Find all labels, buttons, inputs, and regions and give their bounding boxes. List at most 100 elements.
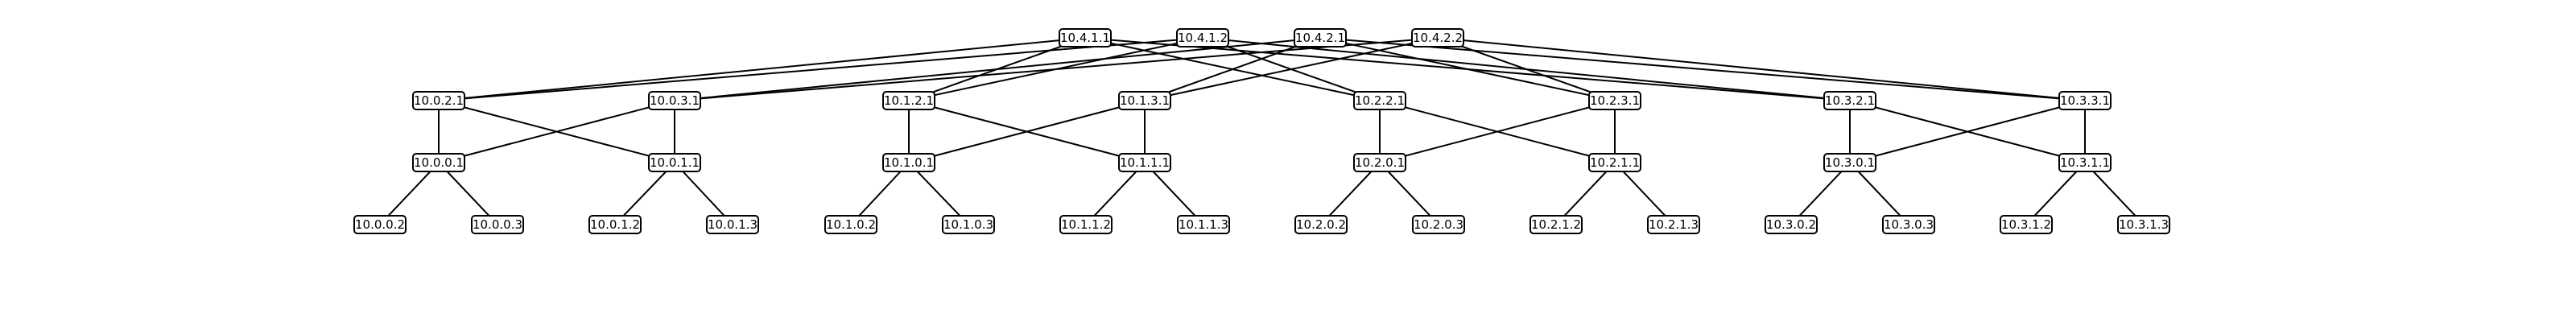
node-label: 10.1.1.2 [1061,217,1111,232]
edge-10-0-0-1-to-10-0-0-3 [438,162,498,225]
edge-10-4-2-1-to-10-2-3-1 [1319,37,1616,101]
node-10-2-1-2: 10.2.1.2 [1530,215,1583,234]
node-box [1118,91,1171,110]
node-10-2-2-1: 10.2.2.1 [1353,91,1406,110]
edge-10-1-1-1-to-10-1-1-3 [1144,162,1204,225]
node-10-3-2-1: 10.3.2.1 [1823,91,1876,110]
node-label: 10.2.3.1 [1590,93,1640,108]
node-box [1530,215,1583,234]
node-box [588,215,642,234]
node-label: 10.3.0.2 [1766,217,1816,232]
node-label: 10.3.1.3 [2119,217,2169,232]
node-10-0-1-1: 10.0.1.1 [648,153,701,172]
edges-layer [379,37,2145,225]
node-10-4-2-2: 10.4.2.2 [1411,28,1464,47]
edge-10-2-0-1-to-10-2-0-2 [1320,162,1381,225]
edge-10-1-3-1-to-10-1-0-1 [908,100,1146,163]
edge-10-1-0-1-to-10-1-0-3 [908,162,969,225]
edge-10-4-2-1-to-10-3-3-1 [1319,37,2086,101]
node-label: 10.0.0.1 [414,155,464,170]
node-label: 10.1.1.3 [1179,217,1228,232]
node-label: 10.2.1.1 [1590,155,1640,170]
node-10-0-2-1: 10.0.2.1 [412,91,465,110]
node-label: 10.2.1.2 [1531,217,1581,232]
node-label: 10.1.0.1 [884,155,934,170]
node-10-0-1-3: 10.0.1.3 [706,215,759,234]
node-box [824,215,877,234]
node-box [1177,215,1230,234]
node-label: 10.2.0.3 [1414,217,1463,232]
node-10-2-0-3: 10.2.0.3 [1412,215,1465,234]
node-10-1-1-3: 10.1.1.3 [1177,215,1230,234]
node-box [2000,215,2053,234]
node-label: 10.0.1.2 [590,217,640,232]
node-label: 10.4.1.2 [1178,31,1228,45]
node-box [471,215,524,234]
node-box [412,91,465,110]
edge-10-0-3-1-to-10-0-0-1 [438,100,675,163]
node-box [1353,91,1406,110]
node-10-0-0-2: 10.0.0.2 [353,215,407,234]
node-label: 10.0.3.1 [650,93,700,108]
node-label: 10.4.2.1 [1295,31,1345,45]
node-box [1176,28,1229,47]
node-10-0-1-2: 10.0.1.2 [588,215,642,234]
edge-10-3-1-1-to-10-3-1-3 [2084,162,2145,225]
node-box [1118,153,1171,172]
node-box [1823,153,1876,172]
node-label: 10.1.1.1 [1120,155,1170,170]
edge-10-4-2-2-to-10-1-3-1 [1144,37,1439,101]
node-label: 10.0.1.1 [650,155,700,170]
node-label: 10.0.0.3 [473,217,522,232]
edge-10-3-3-1-to-10-3-0-1 [1849,100,2086,163]
node-box [412,153,465,172]
edge-10-0-1-1-to-10-0-1-2 [614,162,675,225]
edge-10-4-1-1-to-10-0-2-1 [438,37,1086,101]
node-label: 10.3.0.3 [1884,217,1934,232]
node-10-4-1-2: 10.4.1.2 [1176,28,1229,47]
node-box [1059,215,1113,234]
node-box [648,91,701,110]
node-box [1823,91,1876,110]
edge-10-4-2-2-to-10-2-3-1 [1437,37,1616,101]
node-box [1882,215,1935,234]
node-10-1-2-1: 10.1.2.1 [882,91,935,110]
edge-10-2-1-1-to-10-2-1-2 [1555,162,1616,225]
node-10-4-2-1: 10.4.2.1 [1294,28,1347,47]
node-label: 10.3.3.1 [2060,93,2110,108]
node-box [1647,215,1700,234]
nodes-layer: 10.4.1.1 10.4.1.2 10.4.2.1 10.4.2.2 10.0.2.1… [353,28,2170,234]
node-box [2058,153,2112,172]
node-10-2-1-1: 10.2.1.1 [1588,153,1641,172]
node-10-0-0-1: 10.0.0.1 [412,153,465,172]
edge-10-3-1-1-to-10-3-1-2 [2025,162,2086,225]
node-label: 10.4.1.1 [1060,31,1110,45]
node-10-3-0-3: 10.3.0.3 [1882,215,1935,234]
node-box [942,215,995,234]
node-box [882,91,935,110]
node-box [1294,28,1347,47]
node-label: 10.1.2.1 [884,93,934,108]
node-box [2058,91,2112,110]
node-label: 10.3.1.2 [2001,217,2051,232]
node-label: 10.0.0.2 [355,217,405,232]
node-box [1588,91,1641,110]
node-10-4-1-1: 10.4.1.1 [1059,28,1112,47]
edge-10-3-0-1-to-10-3-0-3 [1849,162,1909,225]
node-label: 10.2.0.1 [1355,155,1405,170]
node-10-1-0-1: 10.1.0.1 [882,153,935,172]
node-10-1-3-1: 10.1.3.1 [1118,91,1171,110]
node-label: 10.2.1.3 [1649,217,1699,232]
edge-10-2-1-1-to-10-2-1-3 [1614,162,1674,225]
node-label: 10.1.0.3 [943,217,993,232]
node-10-3-1-1: 10.3.1.1 [2058,153,2112,172]
node-label: 10.2.0.2 [1296,217,1346,232]
node-box [2117,215,2170,234]
edge-10-4-2-2-to-10-3-3-1 [1437,37,2086,101]
node-box [1059,28,1112,47]
edge-10-0-0-1-to-10-0-0-2 [379,162,440,225]
edge-10-3-0-1-to-10-3-0-2 [1790,162,1851,225]
edge-10-1-0-1-to-10-1-0-2 [850,162,910,225]
node-label: 10.2.2.1 [1355,93,1405,108]
